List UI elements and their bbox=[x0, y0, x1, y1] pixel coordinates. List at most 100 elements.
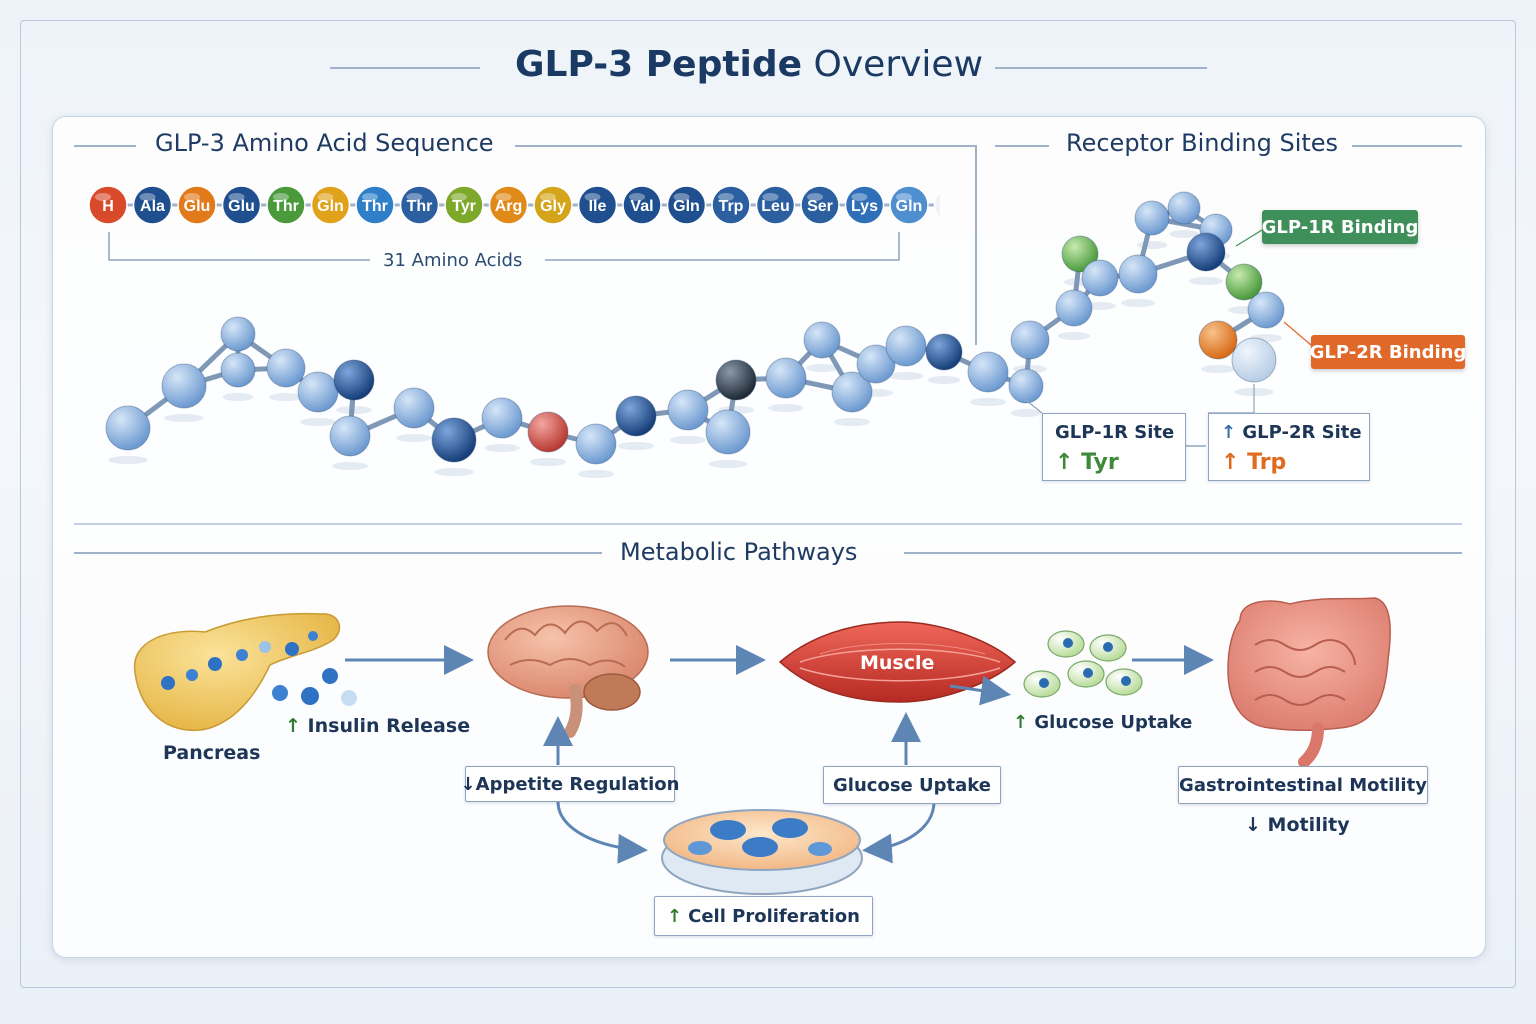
residue-label: Ala bbox=[140, 198, 165, 215]
atom-shadow bbox=[336, 406, 372, 414]
atom-shadow bbox=[222, 393, 254, 401]
atom-sphere bbox=[667, 389, 709, 431]
glp2r-residue-label: Trp bbox=[1247, 450, 1287, 475]
atom-sphere bbox=[885, 325, 927, 367]
title-rule-right bbox=[995, 67, 1207, 69]
residue-label: Gln bbox=[673, 198, 700, 215]
atom-shadow bbox=[970, 398, 1006, 406]
glp1r-site-title: GLP-1R Site bbox=[1055, 422, 1175, 443]
residue-bead: Glu bbox=[221, 185, 262, 225]
atom-sphere bbox=[1247, 291, 1285, 329]
residue-label: Lys bbox=[851, 198, 878, 215]
outer-frame bbox=[20, 20, 1516, 988]
path-rule-right bbox=[904, 552, 1462, 554]
residue-bead: Thr bbox=[399, 185, 440, 225]
atom-shadow bbox=[768, 404, 804, 412]
pancreas-label: Pancreas bbox=[163, 742, 261, 764]
up-arrow-icon: ↑ bbox=[1013, 712, 1029, 733]
page-title-bold: GLP-3 Peptide bbox=[515, 44, 803, 85]
sequence-bracket bbox=[108, 232, 900, 261]
glp2r-site-box: ↑ GLP-2R Site ↑ Trp bbox=[1208, 413, 1370, 481]
muscle-label: Muscle bbox=[860, 652, 935, 674]
motility-label: ↓ Motility bbox=[1245, 814, 1350, 836]
residue-bead: Gln bbox=[666, 185, 707, 225]
residue-label: Glu bbox=[184, 198, 211, 215]
atom-shadow bbox=[268, 393, 304, 401]
up-arrow-icon: ↑ bbox=[667, 905, 683, 927]
cells-icon bbox=[1023, 630, 1143, 698]
intestine-icon bbox=[1227, 597, 1391, 768]
atom-sphere bbox=[1118, 254, 1158, 294]
up-arrow-icon: ↑ bbox=[1055, 450, 1074, 475]
glp1r-leader-line bbox=[1235, 229, 1263, 247]
residue-bead: OH bbox=[933, 190, 940, 220]
residue-bead: Tyr bbox=[444, 185, 484, 225]
atom-sphere bbox=[161, 363, 207, 409]
page-title-regular: Overview bbox=[813, 44, 984, 85]
residue-label: Ser bbox=[807, 198, 833, 215]
atom-sphere bbox=[831, 371, 873, 413]
residue-bead: H bbox=[88, 185, 128, 225]
atom-shadow bbox=[1120, 299, 1156, 307]
pathways-heading: Metabolic Pathways bbox=[620, 538, 858, 566]
seq-rule-left bbox=[74, 145, 136, 147]
residue-bead: Gly bbox=[533, 185, 573, 225]
atom-sphere bbox=[481, 397, 523, 439]
atom-sphere bbox=[431, 417, 477, 463]
panel-divider bbox=[74, 523, 1462, 525]
residue-bead: Lys bbox=[844, 185, 885, 225]
atom-sphere bbox=[967, 351, 1009, 393]
residue-label: Thr bbox=[362, 198, 388, 215]
residue-bead: Gln bbox=[889, 185, 929, 225]
amino-acid-count: 31 Amino Acids bbox=[383, 250, 523, 271]
appetite-regulation-box: ↓ Appetite Regulation bbox=[461, 766, 679, 802]
atom-sphere bbox=[765, 357, 807, 399]
atom-sphere bbox=[1134, 200, 1170, 236]
glp1r-site-box: GLP-1R Site ↑ Tyr bbox=[1042, 413, 1186, 481]
atom-sphere bbox=[1167, 191, 1201, 225]
peptide-molecule bbox=[105, 191, 1312, 478]
residue-bead: Thr bbox=[266, 185, 306, 225]
glp2r-binding-badge: GLP-2R Binding bbox=[1310, 335, 1466, 369]
glp2r-site-title-text: GLP-2R Site bbox=[1242, 422, 1362, 443]
atom-sphere bbox=[266, 348, 306, 388]
atom-sphere bbox=[1008, 368, 1044, 404]
pancreas-icon bbox=[133, 612, 357, 732]
atom-shadow bbox=[1200, 365, 1236, 373]
atom-sphere bbox=[220, 316, 256, 352]
residue-label: Tyr bbox=[452, 198, 476, 215]
petri-dish-icon bbox=[661, 809, 863, 895]
atom-shadow bbox=[332, 462, 368, 470]
muscle-icon bbox=[778, 621, 1017, 703]
page-title: GLP-3 Peptide Overview bbox=[515, 44, 983, 85]
up-arrow-icon: ↑ bbox=[1221, 450, 1240, 475]
atom-sphere bbox=[856, 344, 896, 384]
glucose-uptake-cells-label: ↑ Glucose Uptake bbox=[1013, 712, 1192, 733]
residue-label: Gln bbox=[896, 198, 923, 215]
atom-shadow bbox=[164, 414, 204, 422]
down-arrow-icon: ↓ bbox=[460, 773, 476, 795]
appetite-regulation-text: Appetite Regulation bbox=[475, 773, 680, 795]
up-arrow-icon: ↑ bbox=[285, 715, 301, 737]
atom-shadow bbox=[618, 442, 654, 450]
atom-sphere bbox=[1081, 259, 1119, 297]
atom-sphere bbox=[575, 423, 617, 465]
atom-sphere bbox=[715, 359, 757, 401]
residue-label: H bbox=[102, 198, 114, 215]
residue-label: Thr bbox=[407, 198, 433, 215]
sequence-heading: GLP-3 Amino Acid Sequence bbox=[155, 129, 494, 157]
residue-bead: Ile bbox=[577, 185, 618, 225]
residue-label: Gln bbox=[317, 198, 344, 215]
cell-proliferation-box: ↑ Cell Proliferation bbox=[654, 896, 873, 936]
residue-label: Val bbox=[630, 198, 653, 215]
glp1r-site-leader bbox=[1025, 399, 1043, 414]
residue-label: Ile bbox=[589, 198, 607, 215]
atom-shadow bbox=[108, 456, 148, 464]
atom-sphere bbox=[1198, 320, 1238, 360]
glp2r-site-residue: ↑ Trp bbox=[1221, 450, 1286, 475]
rec-rule-right bbox=[1352, 145, 1462, 147]
atom-shadow bbox=[708, 460, 748, 468]
